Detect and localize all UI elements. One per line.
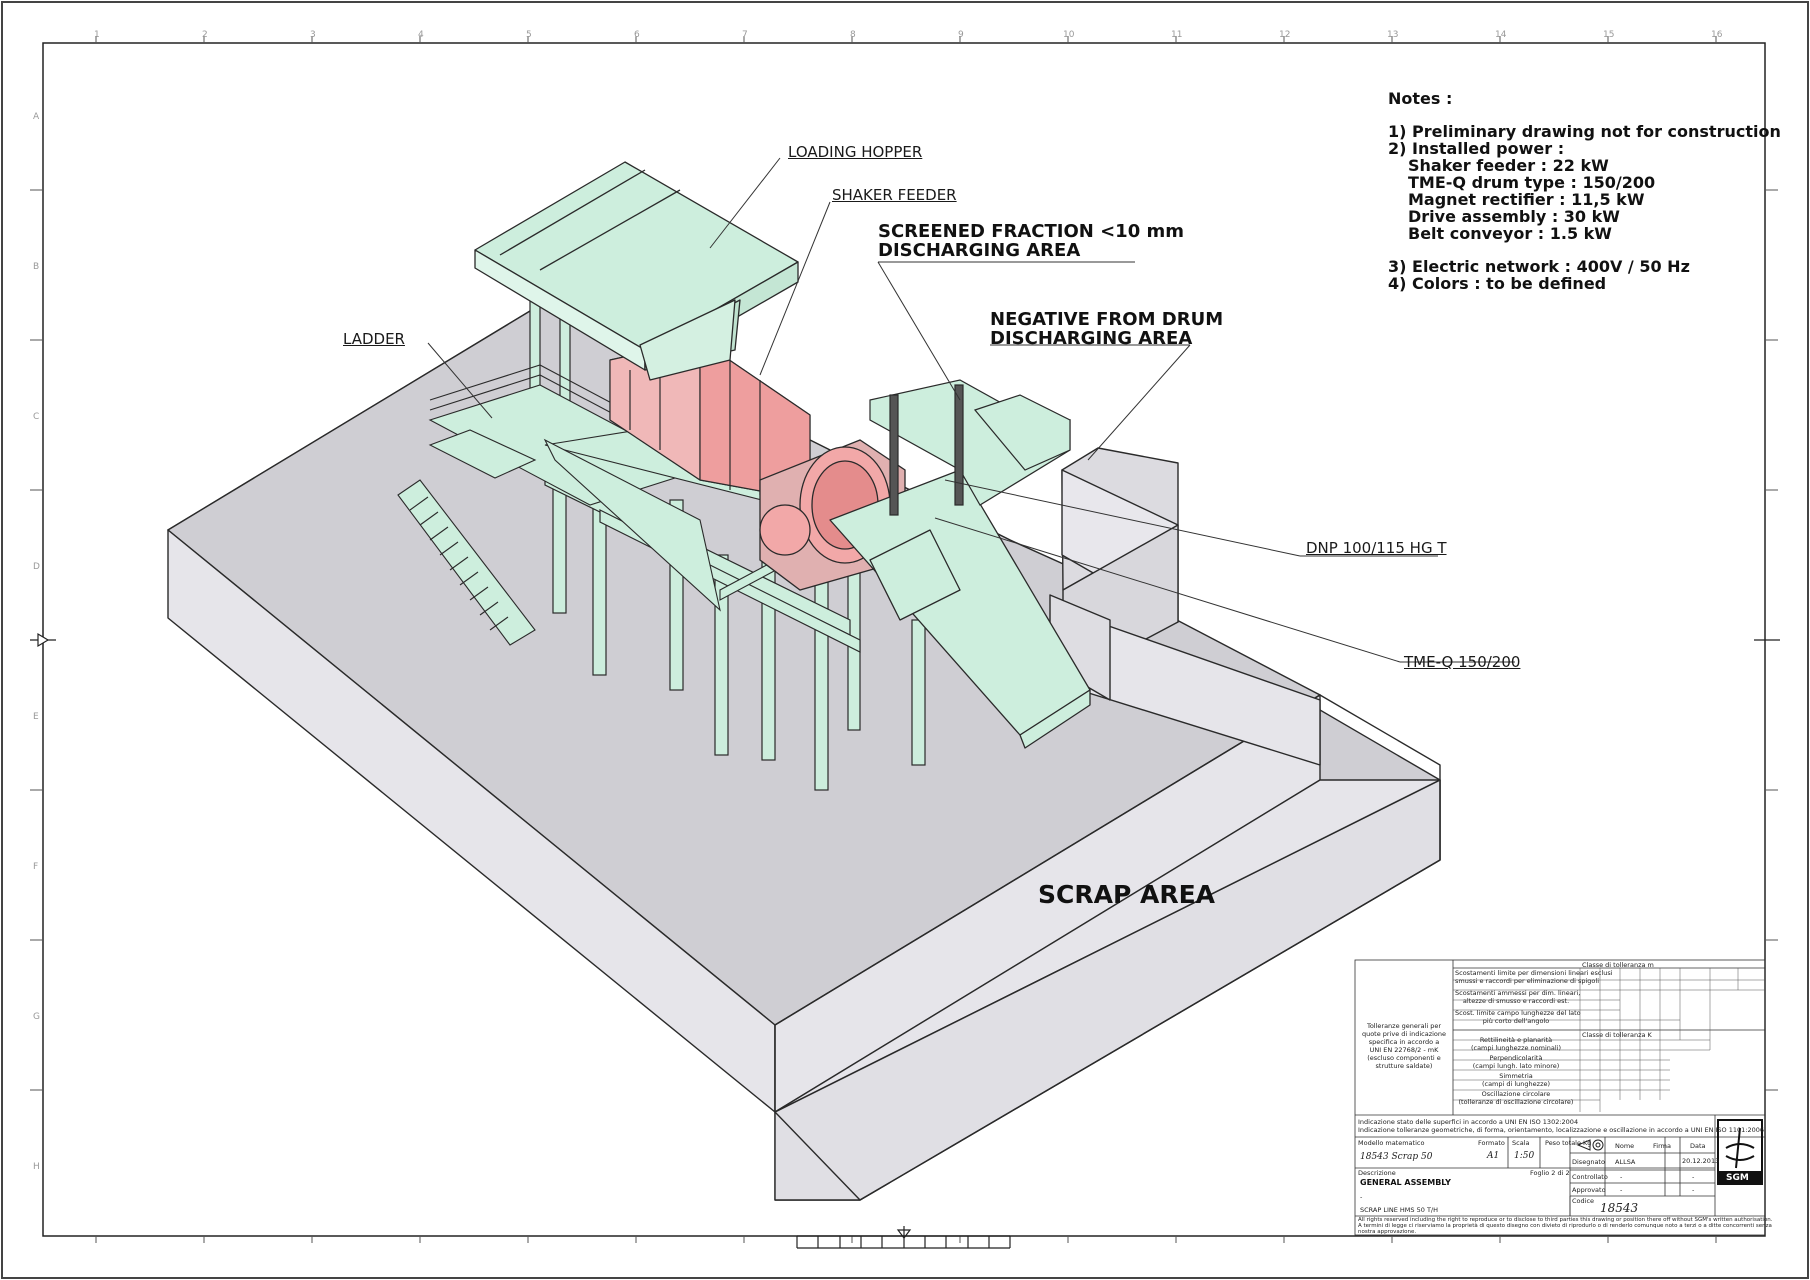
tolerance-rows: Scostamenti limite per dimensioni linear… (1455, 969, 1613, 1106)
note-3: 3) Electric network : 400V / 50 Hz (1388, 257, 1690, 276)
zone-col-5: 5 (526, 30, 532, 40)
general-tolerance-note: Tolleranze generali per quote prive di i… (1361, 1022, 1447, 1070)
zone-row-G: G (33, 1012, 40, 1022)
geometric-note: Indicazione tolleranze geometriche, di f… (1358, 1126, 1764, 1134)
zone-row-D: D (33, 562, 40, 572)
title-block-grid (1354, 959, 1766, 1236)
surface-note: Indicazione stato delle superfici in acc… (1358, 1118, 1579, 1126)
screened-fraction-label: SCREENED FRACTION <10 mm DISCHARGING ARE… (878, 221, 1185, 261)
rights-line-1: All rights reserved including the right … (1358, 1217, 1773, 1223)
zone-col-3: 3 (310, 30, 316, 40)
power-belt: Belt conveyor : 1.5 kW (1408, 224, 1612, 243)
sheet-number: Foglio 2 di 2 (1530, 1169, 1570, 1177)
description-value: GENERAL ASSEMBLY (1360, 1178, 1451, 1187)
zone-col-11: 11 (1171, 30, 1183, 40)
power-drum: TME-Q drum type : 150/200 (1408, 173, 1656, 192)
tolerance-class-m: Classe di tolleranza m (1582, 961, 1654, 969)
sgm-logo-mark (1717, 1119, 1763, 1185)
scrap-lower-step (774, 694, 1441, 1201)
weight-label: Peso totale Kg (1545, 1139, 1592, 1147)
zone-col-14: 14 (1495, 30, 1507, 40)
tolerance-table-lines (1453, 968, 1765, 1112)
rights-line-2: A termini di legge ci riserviamo la prop… (1358, 1223, 1772, 1229)
model-label: Modello matematico (1358, 1139, 1425, 1147)
format-value: A1 (1487, 1151, 1500, 1161)
approvato-label: Approvato (1572, 1186, 1606, 1194)
callout-loading-hopper: LOADING HOPPER (788, 143, 923, 161)
approvato-date: - (1692, 1186, 1695, 1194)
zone-col-15: 15 (1603, 30, 1615, 40)
zone-col-9: 9 (958, 30, 964, 40)
zone-col-16: 16 (1711, 30, 1723, 40)
controllato-name: - (1620, 1173, 1623, 1181)
callout-ladder: LADDER (343, 330, 405, 348)
zone-col-7: 7 (742, 30, 748, 40)
format-label: Formato (1478, 1139, 1505, 1147)
centering-marks (30, 632, 1780, 1249)
zone-row-B: B (33, 262, 40, 272)
description-line-2: - (1360, 1193, 1363, 1201)
leader-lines (427, 157, 1515, 663)
callout-tme: TME-Q 150/200 (1404, 653, 1521, 671)
controllato-date: - (1692, 1173, 1695, 1181)
conveyor-frame (869, 379, 1071, 516)
notes-title: Notes : (1388, 89, 1453, 108)
note-1: 1) Preliminary drawing not for construct… (1388, 122, 1781, 141)
walkway (428, 364, 862, 612)
zone-col-12: 12 (1279, 30, 1291, 40)
disegnato-name: ALLSA (1615, 1158, 1636, 1166)
loading-hopper (474, 161, 799, 381)
zone-col-1: 1 (94, 30, 100, 40)
sgm-logo: SGM (1726, 1173, 1749, 1183)
codice-value: 18543 (1600, 1201, 1639, 1215)
notes-block: Notes : 1) Preliminary drawing not for c… (1388, 90, 1781, 292)
model-value: 18543 Scrap 50 (1360, 1152, 1433, 1162)
disegnato-date: 20.12.2013 (1682, 1157, 1720, 1165)
firma-header: Firma (1653, 1142, 1671, 1150)
zone-col-10: 10 (1063, 30, 1075, 40)
callout-dnp: DNP 100/115 HG T (1306, 539, 1447, 557)
zone-col-8: 8 (850, 30, 856, 40)
data-header: Data (1690, 1142, 1706, 1150)
disegnato-label: Disegnato (1572, 1158, 1605, 1166)
zone-col-13: 13 (1387, 30, 1399, 40)
power-magnet: Magnet rectifier : 11,5 kW (1408, 190, 1645, 209)
note-2: 2) Installed power : (1388, 139, 1565, 158)
scale-label: Scala (1512, 1139, 1530, 1147)
concrete-foundation (167, 304, 1441, 1201)
zone-row-E: E (33, 712, 39, 722)
note-4: 4) Colors : to be defined (1388, 274, 1607, 293)
negative-from-drum-label: NEGATIVE FROM DRUM DISCHARGING AREA (990, 309, 1224, 349)
description-label: Descrizione (1358, 1169, 1396, 1177)
scale-value: 1:50 (1514, 1151, 1535, 1161)
zone-row-F: F (33, 862, 39, 872)
scrap-area-label: SCRAP AREA (1038, 880, 1216, 909)
projection-symbol-icon (1576, 1139, 1604, 1151)
callout-shaker-feeder: SHAKER FEEDER (832, 186, 957, 204)
power-shaker: Shaker feeder : 22 kW (1408, 156, 1609, 175)
tolerance-class-k: Classe di tolleranza K (1582, 1031, 1652, 1039)
discharge-chute (829, 469, 1091, 749)
codice-label: Codice (1572, 1197, 1595, 1205)
approvato-name: - (1620, 1186, 1623, 1194)
zone-row-C: C (33, 412, 40, 422)
power-drive: Drive assembly : 30 kW (1408, 207, 1620, 226)
zone-row-H: H (33, 1162, 40, 1172)
zone-col-4: 4 (418, 30, 424, 40)
description-line-3: SCRAP LINE HMS 50 T/H (1360, 1206, 1438, 1214)
zone-row-A: A (33, 112, 40, 122)
zone-col-6: 6 (634, 30, 640, 40)
zone-col-2: 2 (202, 30, 208, 40)
shaker-feeder (609, 339, 811, 501)
rights-line-3: nostra approvazione. (1358, 1229, 1417, 1235)
ladder (397, 429, 537, 646)
nome-header: Nome (1615, 1142, 1635, 1150)
controllato-label: Controllato (1572, 1173, 1608, 1181)
